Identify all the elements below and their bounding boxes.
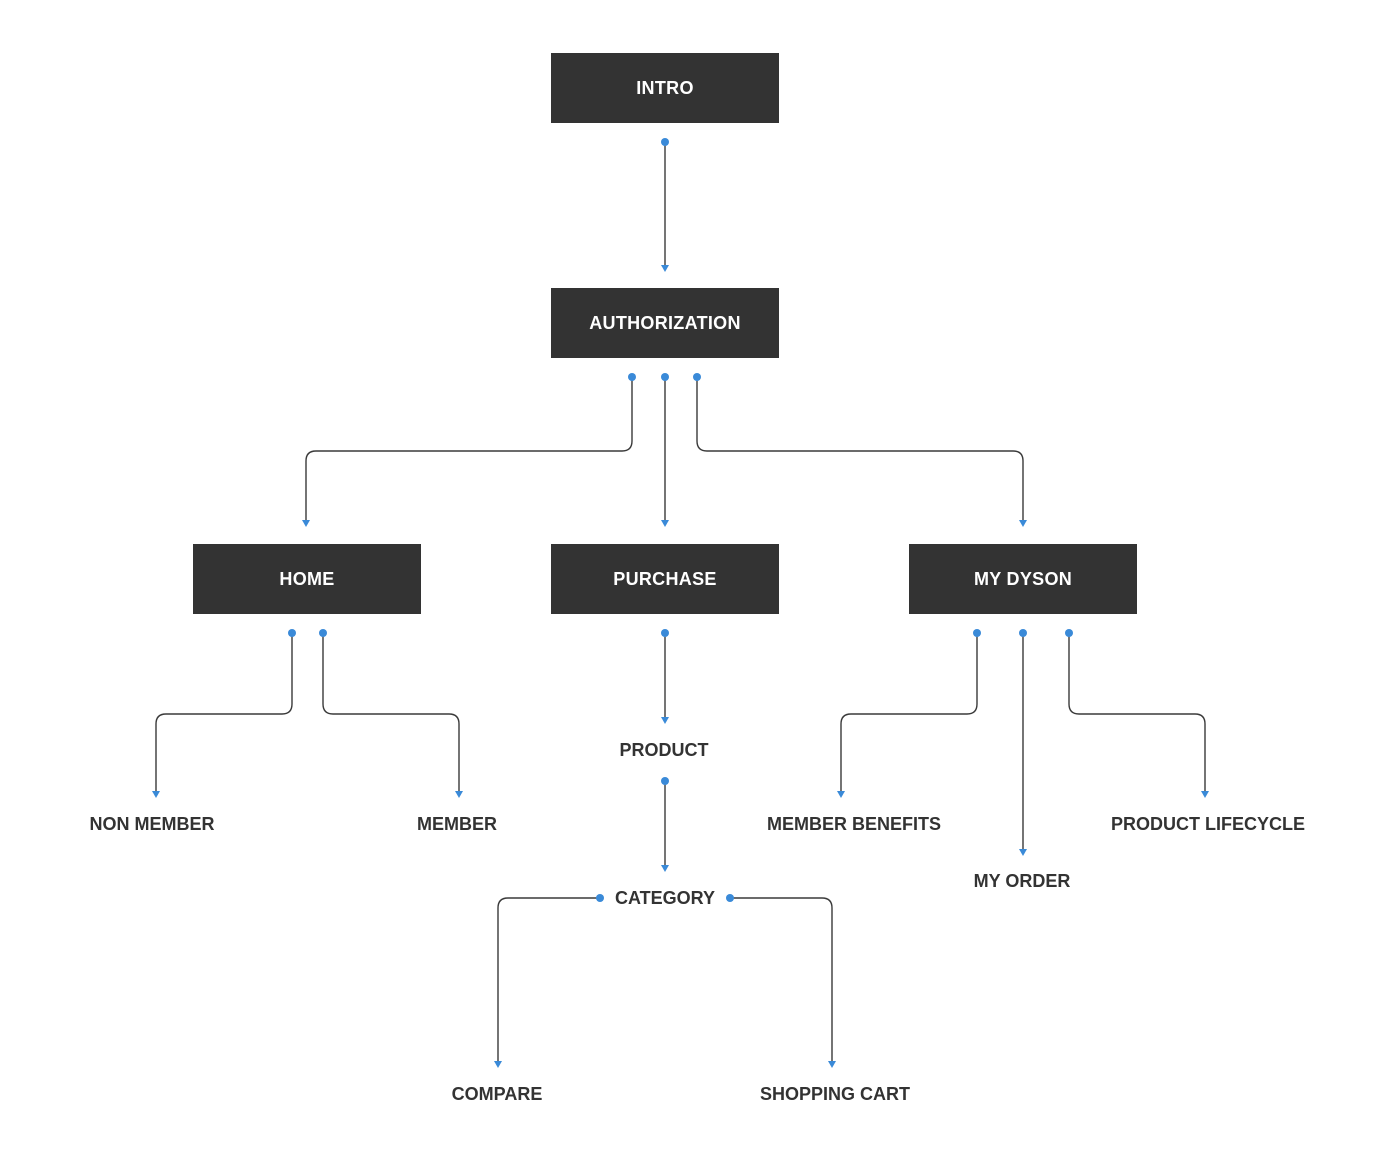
- edge-my-dyson-member-benefits-line: [840, 633, 978, 792]
- edge-my-dyson-member-benefits-start-dot: [973, 629, 981, 637]
- node-compare[interactable]: COMPARE: [451, 1084, 543, 1104]
- edge-home-non-member: [152, 629, 296, 798]
- node-product[interactable]: PRODUCT: [619, 740, 709, 760]
- edge-category-shopping-cart: [726, 894, 836, 1068]
- edge-category-compare-arrowhead-icon: [494, 1061, 502, 1068]
- edge-purchase-product: [661, 629, 669, 724]
- node-purchase-label: PURCHASE: [613, 568, 717, 589]
- edge-my-dyson-member-benefits-arrowhead-icon: [837, 791, 845, 798]
- node-home[interactable]: HOME: [193, 544, 421, 614]
- node-purchase[interactable]: PURCHASE: [551, 544, 779, 614]
- edge-authorization-purchase-start-dot: [661, 373, 669, 381]
- edge-authorization-home: [302, 373, 636, 527]
- edge-product-category: [661, 777, 669, 872]
- edge-home-member: [319, 629, 463, 798]
- node-authorization[interactable]: AUTHORIZATION: [551, 288, 779, 358]
- node-member[interactable]: MEMBER: [417, 814, 497, 834]
- edge-authorization-my-dyson: [693, 373, 1027, 527]
- edge-intro-authorization: [661, 138, 669, 272]
- edge-my-dyson-my-order-start-dot: [1019, 629, 1027, 637]
- edge-my-dyson-my-order: [1019, 629, 1027, 856]
- edge-authorization-my-dyson-line: [696, 377, 1024, 521]
- edge-authorization-purchase: [661, 373, 669, 527]
- edge-intro-authorization-start-dot: [661, 138, 669, 146]
- edge-category-shopping-cart-start-dot: [726, 894, 734, 902]
- edge-my-dyson-product-lifecycle-line: [1068, 633, 1206, 792]
- node-my-dyson[interactable]: MY DYSON: [909, 544, 1137, 614]
- node-home-label: HOME: [279, 568, 335, 589]
- edge-my-dyson-product-lifecycle-start-dot: [1065, 629, 1073, 637]
- edge-authorization-home-start-dot: [628, 373, 636, 381]
- node-product-lifecycle[interactable]: PRODUCT LIFECYCLE: [1110, 814, 1306, 834]
- edge-my-dyson-product-lifecycle-arrowhead-icon: [1201, 791, 1209, 798]
- edge-authorization-purchase-arrowhead-icon: [661, 520, 669, 527]
- edge-purchase-product-start-dot: [661, 629, 669, 637]
- edge-category-shopping-cart-line: [730, 897, 833, 1062]
- edge-home-member-arrowhead-icon: [455, 791, 463, 798]
- node-authorization-label: AUTHORIZATION: [589, 312, 741, 333]
- node-intro-label: INTRO: [636, 77, 694, 98]
- edge-my-dyson-member-benefits: [837, 629, 981, 798]
- node-intro[interactable]: INTRO: [551, 53, 779, 123]
- node-member-benefits[interactable]: MEMBER BENEFITS: [766, 814, 942, 834]
- edge-product-category-start-dot: [661, 777, 669, 785]
- edge-authorization-home-line: [305, 377, 633, 521]
- edge-intro-authorization-arrowhead-icon: [661, 265, 669, 272]
- edge-home-non-member-arrowhead-icon: [152, 791, 160, 798]
- edge-home-member-start-dot: [319, 629, 327, 637]
- node-my-order[interactable]: MY ORDER: [973, 871, 1071, 891]
- edge-purchase-product-arrowhead-icon: [661, 717, 669, 724]
- edge-authorization-my-dyson-arrowhead-icon: [1019, 520, 1027, 527]
- edge-home-member-line: [322, 633, 460, 792]
- edge-product-category-arrowhead-icon: [661, 865, 669, 872]
- edge-category-compare: [494, 894, 604, 1068]
- edge-authorization-my-dyson-start-dot: [693, 373, 701, 381]
- edge-my-dyson-my-order-arrowhead-icon: [1019, 849, 1027, 856]
- edge-home-non-member-start-dot: [288, 629, 296, 637]
- edge-category-shopping-cart-arrowhead-icon: [828, 1061, 836, 1068]
- node-shopping-cart[interactable]: SHOPPING CART: [759, 1084, 911, 1104]
- edge-home-non-member-line: [155, 633, 293, 792]
- node-my-dyson-label: MY DYSON: [973, 568, 1073, 589]
- node-non-member[interactable]: NON MEMBER: [89, 814, 215, 834]
- node-category[interactable]: CATEGORY: [614, 888, 716, 908]
- edge-authorization-home-arrowhead-icon: [302, 520, 310, 527]
- edge-my-dyson-product-lifecycle: [1065, 629, 1209, 798]
- edge-category-compare-line: [497, 897, 600, 1062]
- edge-category-compare-start-dot: [596, 894, 604, 902]
